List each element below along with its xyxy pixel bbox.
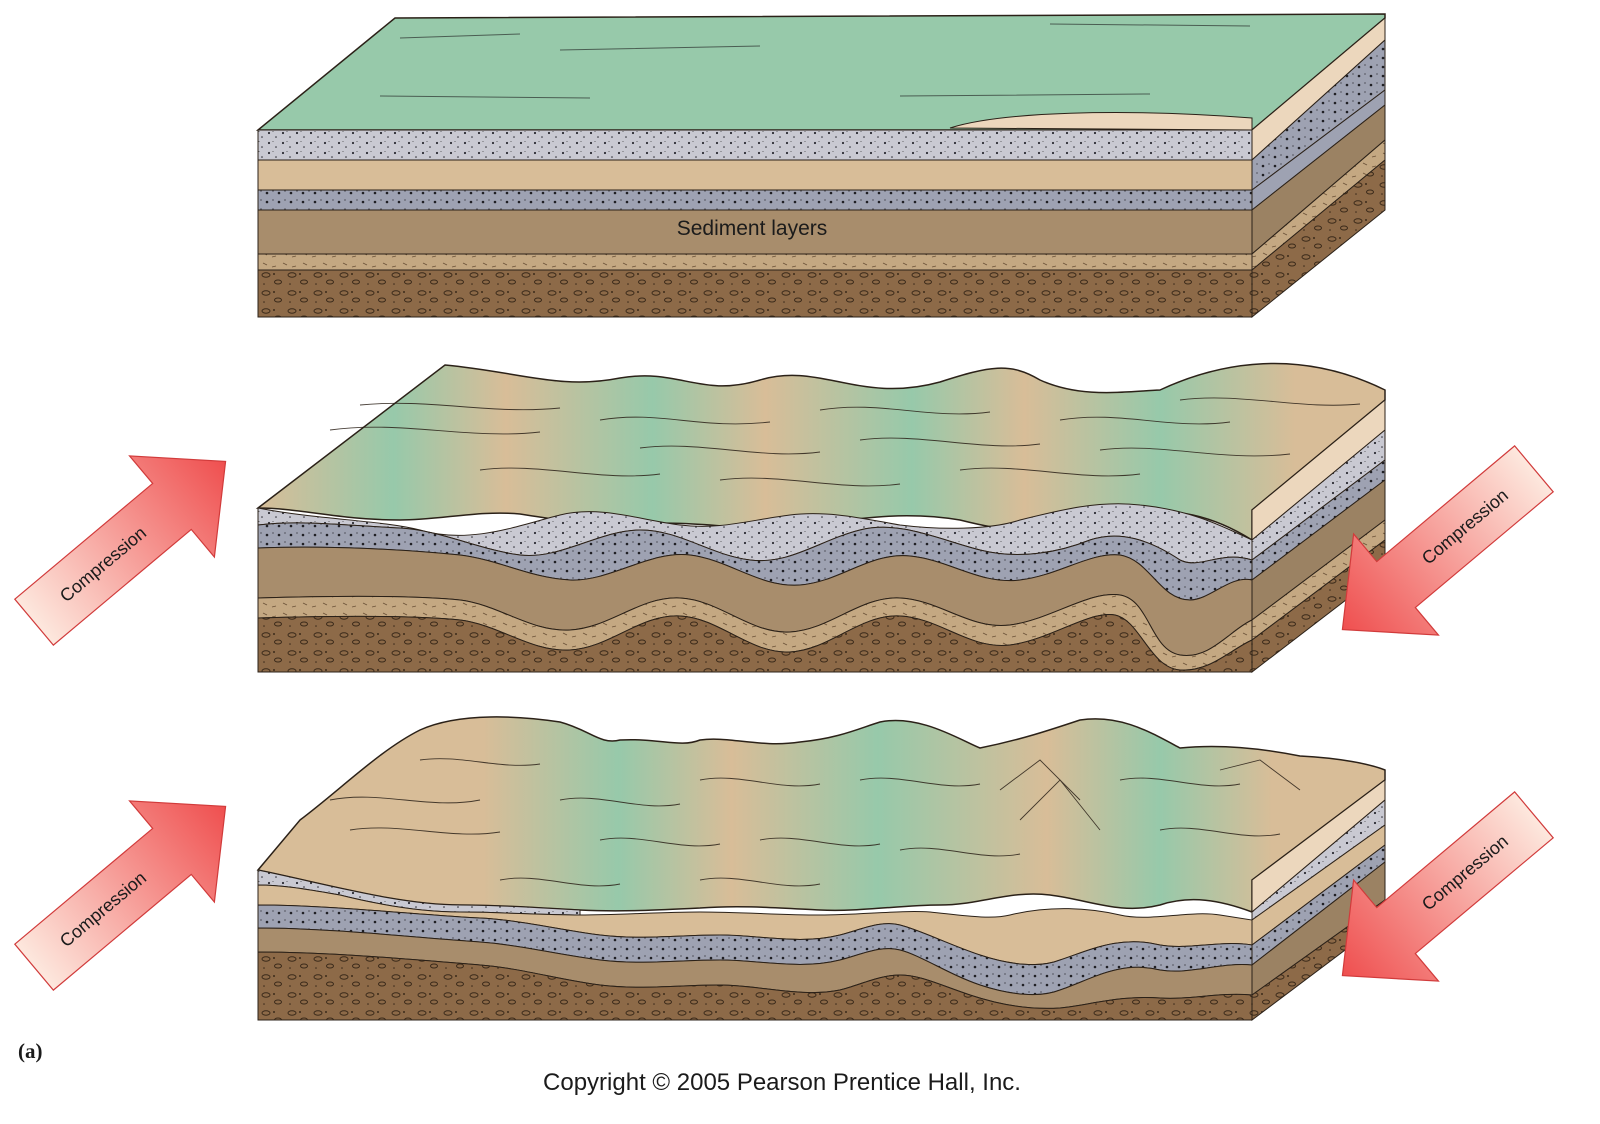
water-surface — [255, 13, 1386, 131]
block-flat-layers: Sediment layers — [255, 13, 1386, 319]
compression-arrow-middle-left: Compression — [13, 455, 227, 646]
panel-marker: (a) — [18, 1039, 43, 1063]
layer-blue-gray — [257, 189, 1253, 211]
layer-gray-dotted — [257, 129, 1253, 161]
layer-dashes — [257, 253, 1253, 271]
complex-pebbles — [257, 951, 1253, 1021]
layer-tan — [257, 159, 1253, 191]
compression-arrow-bottom-left: Compression — [13, 800, 227, 991]
layer-pebbles — [257, 269, 1253, 318]
block-folded — [255, 362, 1386, 674]
mountain-surface — [256, 716, 1386, 914]
block-mountains — [256, 716, 1386, 1022]
sediment-layers-label: Sediment layers — [677, 217, 828, 240]
copyright-notice: Copyright © 2005 Pearson Prentice Hall, … — [543, 1069, 1021, 1096]
layer-brown — [257, 209, 1253, 255]
fold-pebbles — [257, 613, 1253, 673]
